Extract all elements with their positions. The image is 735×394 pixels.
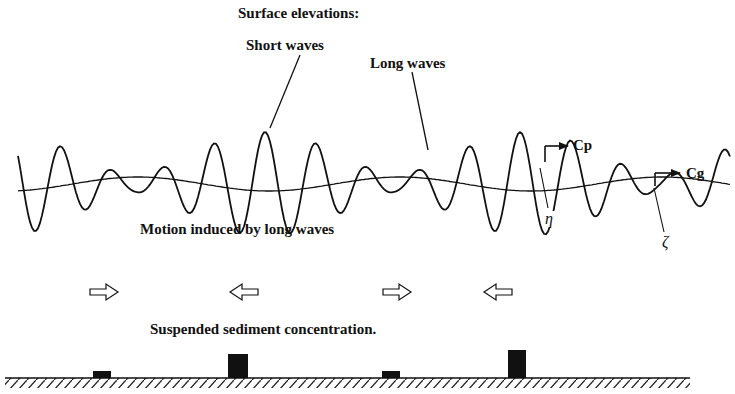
celerity-arrow bbox=[545, 145, 568, 147]
part-label: Short waves bbox=[246, 38, 324, 53]
leader-line bbox=[412, 72, 428, 150]
bed-line bbox=[5, 377, 690, 379]
symbol-label: η bbox=[543, 211, 555, 227]
leader-line bbox=[270, 55, 300, 128]
short-wave-curve bbox=[18, 132, 730, 234]
sediment-bar bbox=[93, 371, 111, 378]
motion-arrow bbox=[383, 284, 411, 300]
motion-arrow bbox=[90, 284, 118, 300]
celerity-stem bbox=[654, 173, 656, 186]
heading-label: Surface elevations: bbox=[238, 6, 359, 21]
caption-label: Motion induced by long waves bbox=[140, 222, 334, 237]
motion-arrow bbox=[484, 284, 512, 300]
sediment-bar bbox=[508, 350, 526, 378]
caption-label: Suspended sediment concentration. bbox=[150, 322, 376, 337]
bed-hatching bbox=[5, 378, 690, 388]
part-label: Long waves bbox=[370, 56, 445, 71]
celerity-label: Cg bbox=[686, 166, 704, 181]
celerity-label: Cp bbox=[573, 138, 592, 153]
leader-line bbox=[540, 168, 548, 208]
symbol-label: ζ bbox=[660, 234, 670, 250]
motion-arrow bbox=[230, 284, 258, 300]
celerity-arrow bbox=[655, 172, 680, 174]
celerity-stem bbox=[544, 146, 546, 162]
leader-line bbox=[654, 188, 664, 232]
sediment-bar bbox=[382, 371, 400, 378]
sediment-bar bbox=[228, 354, 248, 378]
long-wave-curve bbox=[18, 177, 730, 191]
